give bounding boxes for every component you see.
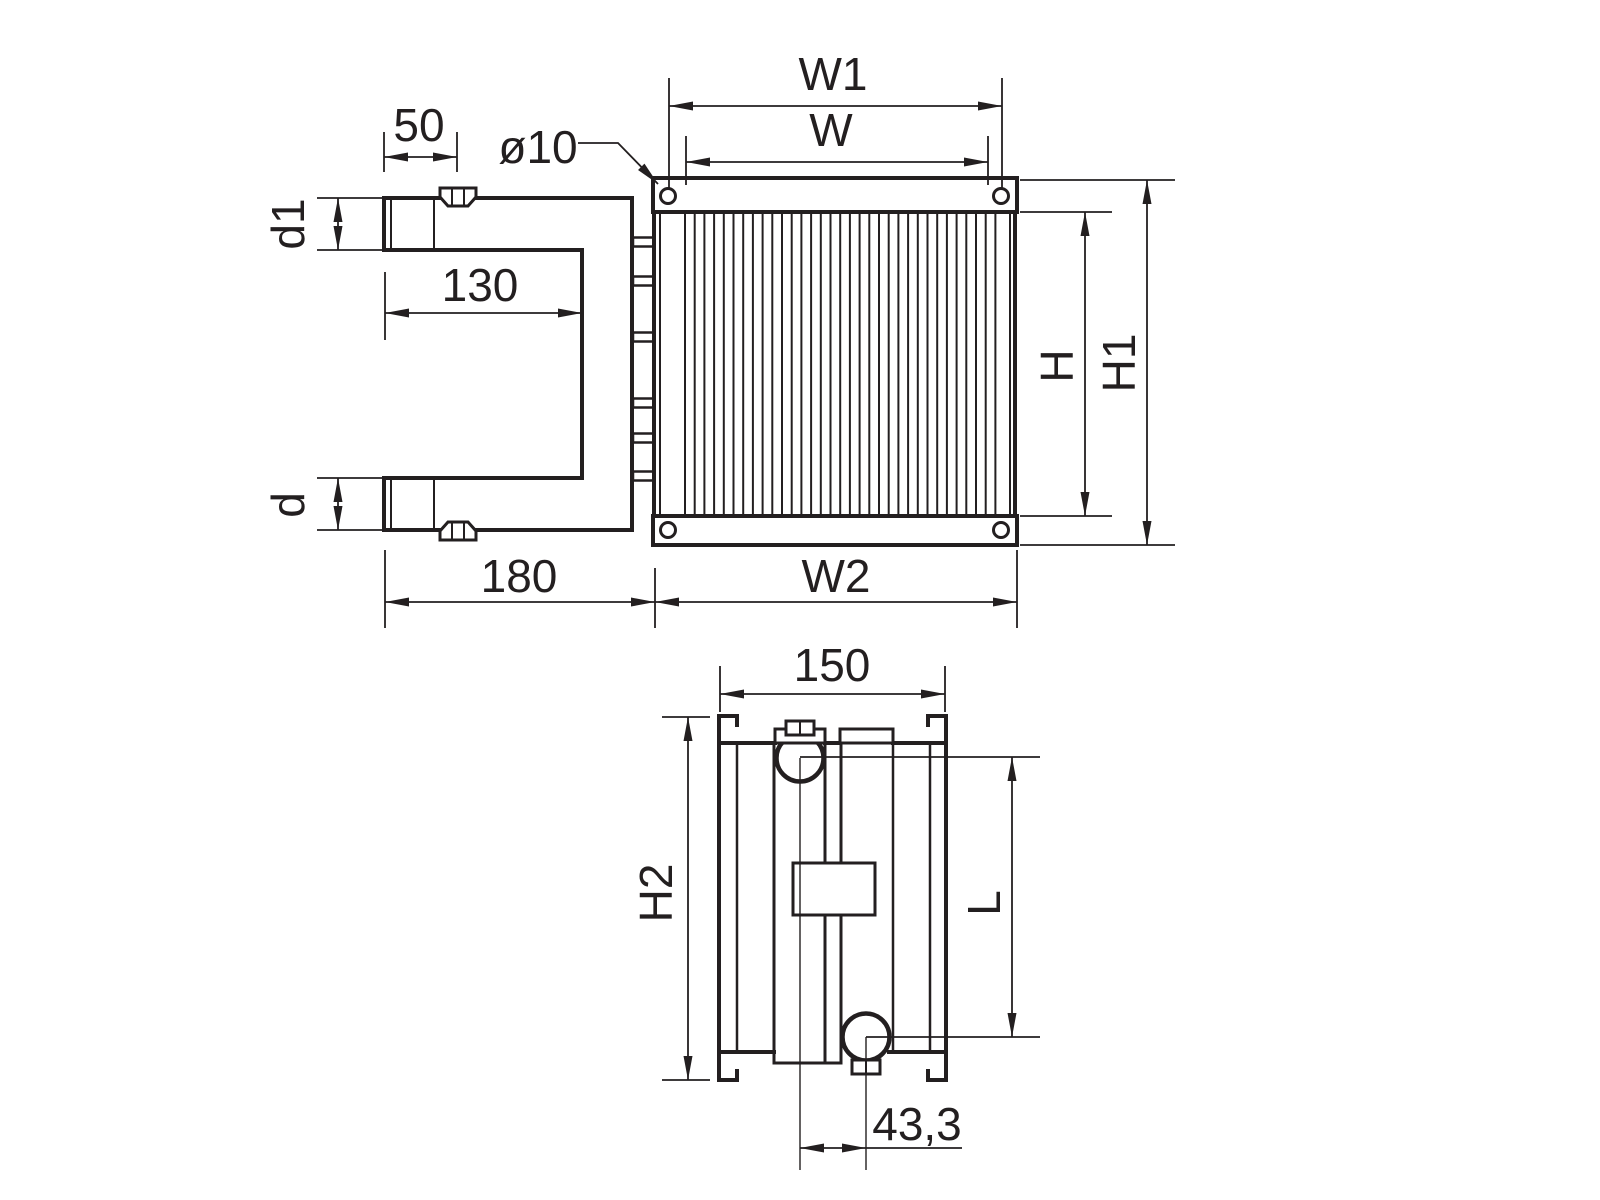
dim-h2: H2 <box>630 716 710 1081</box>
manifold-stubs <box>631 236 656 482</box>
drain-nut-icon <box>438 520 478 542</box>
mount-hole-top-right <box>992 187 1010 205</box>
dim-thread-length: 50 <box>383 99 458 172</box>
top-pipe <box>382 186 634 252</box>
side-view: 150 H2 L 43,3 <box>630 639 1040 1170</box>
dim-w2: W2 <box>655 550 1018 628</box>
top-port <box>773 719 827 784</box>
dim-label-d: d <box>262 492 314 518</box>
dim-label-d1: d1 <box>262 198 314 249</box>
hole-callout-label: ø10 <box>498 121 577 173</box>
manifold <box>580 196 656 532</box>
dim-depth-150: 150 <box>719 639 946 712</box>
mount-hole-bottom-right <box>992 521 1010 539</box>
dim-port-offset: 43,3 <box>800 1098 962 1153</box>
dim-label-l: L <box>958 890 1010 916</box>
dim-l: L <box>800 756 1040 1038</box>
dim-label-w: W <box>809 104 853 156</box>
dim-label-h2: H2 <box>630 864 682 923</box>
dim-pipe-inset: 130 <box>384 259 582 340</box>
dim-label-150: 150 <box>794 639 871 691</box>
top-block <box>838 727 895 745</box>
dim-w: W <box>685 104 989 185</box>
mount-hole-top-left <box>659 187 677 205</box>
dim-label-h1: H1 <box>1093 334 1145 393</box>
top-flange <box>651 176 1019 214</box>
dim-connection-depth: 180 <box>384 550 656 628</box>
dim-label-50: 50 <box>393 99 444 151</box>
dim-w1: W1 <box>668 48 1003 190</box>
dim-d: d <box>262 477 384 531</box>
mount-hole-bottom-left <box>659 521 677 539</box>
bottom-flange <box>651 514 1019 547</box>
dim-label-w2: W2 <box>802 550 871 602</box>
dim-label-130: 130 <box>442 259 519 311</box>
bottom-pipe <box>382 476 634 542</box>
dim-label-w1: W1 <box>799 48 868 100</box>
dim-label-433: 43,3 <box>872 1098 962 1150</box>
centerlines <box>799 758 867 1170</box>
front-view: ø10 50 W1 W d1 <box>262 48 1175 628</box>
vent-nut-icon <box>438 186 478 208</box>
dim-h1: H1 <box>1020 179 1175 546</box>
hole-callout: ø10 <box>498 121 659 185</box>
core-fins <box>684 213 997 515</box>
junction-box <box>791 861 877 917</box>
dim-h: H <box>1020 211 1112 517</box>
dim-label-180: 180 <box>481 550 558 602</box>
core-block <box>651 176 1019 547</box>
dim-label-h: H <box>1031 349 1083 382</box>
dim-d1: d1 <box>262 197 384 251</box>
